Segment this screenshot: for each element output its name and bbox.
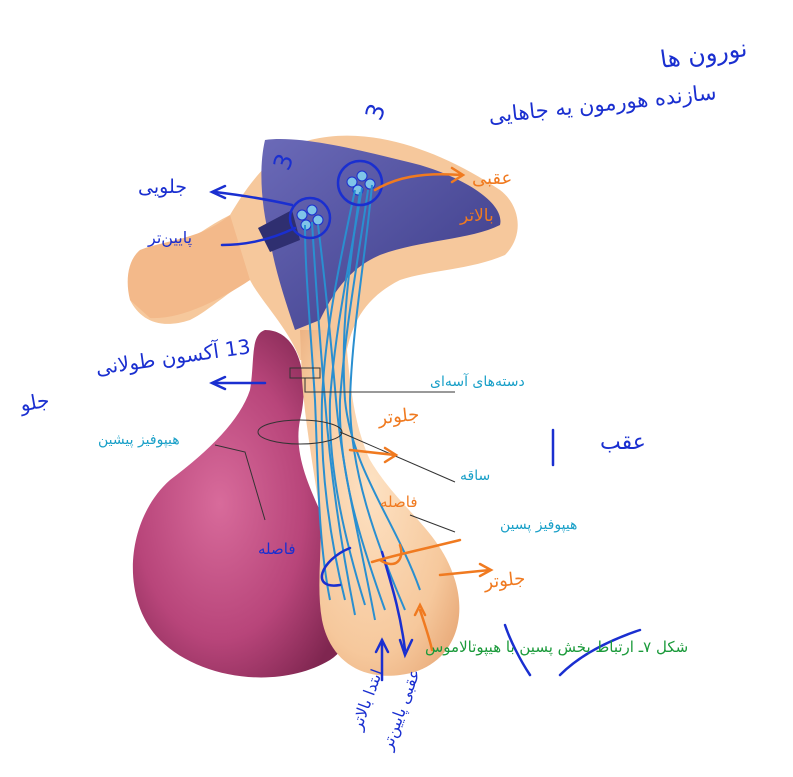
- ink-back-label: عقبی: [472, 168, 512, 189]
- label-stalk: ساقه: [460, 468, 490, 484]
- ink-back: عقب: [600, 430, 646, 455]
- ink-bottom-label: پایین‌تر: [148, 228, 192, 247]
- ink-distance-2: فاصله: [380, 493, 418, 511]
- ink-front: جلو: [18, 388, 51, 417]
- ink-upper-label: بالاتر: [460, 206, 494, 226]
- ink-bottom-note-1: جلوتر: [483, 568, 526, 593]
- label-axon-bundles: دسته‌های آسه‌ای: [430, 374, 525, 390]
- label-anterior-pituitary: هیپوفیز پیشین: [98, 432, 180, 448]
- figure-caption: شکل ۷ـ ارتباط بخش پسین با هیپوتالاموس: [425, 638, 688, 656]
- ink-front-label: جلویی: [138, 176, 187, 198]
- label-posterior-pituitary: هیپوفیز پسین: [500, 517, 577, 533]
- ink-distance-1: فاصله: [258, 540, 296, 558]
- ink-forward-note: جلوتر: [377, 404, 420, 429]
